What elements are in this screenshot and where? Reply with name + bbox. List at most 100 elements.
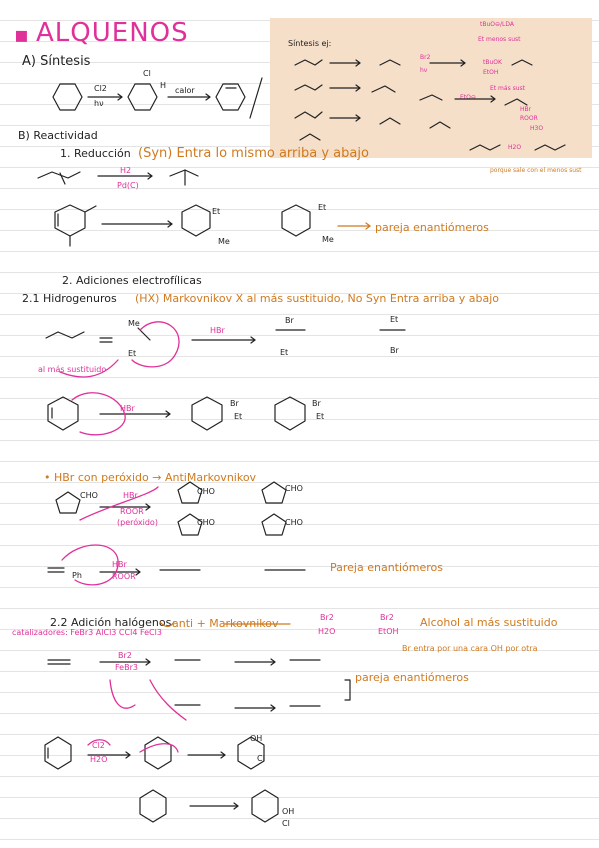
- atom-cho-5: CHO: [285, 518, 303, 527]
- pink-curve-7: [139, 743, 179, 753]
- reagent-hbr-3: HBr: [123, 491, 138, 500]
- atom-et-2: Et: [318, 203, 327, 212]
- reagent-hv: hν: [94, 99, 104, 108]
- pink-arrow-al-mas: [59, 359, 119, 378]
- pentagon-cho-sm: [55, 491, 81, 514]
- alkene-reduction-sm: [37, 171, 81, 179]
- reagent-calor: calor: [175, 86, 195, 95]
- hidrogenuros-note: (HX) Markovnikov X al más sustituido, No…: [135, 292, 499, 305]
- hexagon-hbr-p2: [274, 396, 306, 431]
- atom-oh: OH: [250, 734, 263, 743]
- hexagon-chlorohydrin-1: [237, 736, 265, 770]
- pareja-note-2: Pareja enantiómeros: [330, 561, 443, 574]
- reagent-hbr-4: HBr: [112, 560, 127, 569]
- atom-br-4: Br: [312, 399, 321, 408]
- hexagon-hbr-sm: [47, 396, 79, 431]
- reagent-peroxido: (peróxido): [117, 518, 158, 527]
- reduccion-note: (Syn) Entra lo mismo arriba y abajo: [138, 146, 369, 161]
- section-reactividad: B) Reactividad: [18, 129, 98, 142]
- atom-et-1: Et: [212, 207, 221, 216]
- reagent-h2: H2: [120, 166, 132, 175]
- hexagon-cyclohexane-1: [52, 83, 83, 111]
- pentagon-p1: [177, 481, 203, 504]
- hexagon-reduction-sm: [54, 204, 86, 237]
- box-tbuo: tBuO⊖/LDA: [480, 21, 515, 28]
- atom-cl-2: Cl: [257, 754, 265, 763]
- br-oh-note: Br entra por una cara OH por otra: [402, 644, 538, 653]
- alcohol-note: Alcohol al más sustituido: [420, 616, 558, 629]
- pink-curve-6: [109, 679, 136, 709]
- hexagon-cl-sm: [44, 736, 72, 770]
- atom-cho: CHO: [80, 491, 98, 500]
- subsection-halogenos: 2.2 Adición halógenos: [50, 616, 172, 629]
- pink-curve-1: [131, 321, 180, 368]
- reagent-h2o: H2O: [318, 627, 336, 636]
- synthesis-example-note: [270, 18, 592, 158]
- atom-ph: Ph: [72, 571, 82, 580]
- box-etoh: EtOH: [483, 69, 499, 76]
- atom-me-3: Me: [128, 319, 140, 328]
- atom-cl: Cl: [143, 69, 151, 78]
- hexagon-hbr-p1: [191, 396, 223, 431]
- hexagon-cyclohexane-2: [127, 83, 158, 111]
- reagent-roor-1: ROOR: [120, 507, 144, 516]
- hexagon-product-2: [281, 204, 311, 237]
- atom-h: H: [160, 81, 167, 90]
- box-hv: hν: [420, 67, 428, 74]
- pink-curve-4: [61, 544, 119, 586]
- title-bullet: ▪: [14, 23, 29, 48]
- pentagon-p2: [177, 513, 203, 536]
- hbr-peroxido-heading: • HBr con peróxido → AntiMarkovnikov: [44, 471, 257, 484]
- reagent-br2-b: Br2: [380, 613, 394, 622]
- atom-cl-3: Cl: [282, 819, 290, 828]
- reagent-etoh: EtOH: [378, 627, 399, 636]
- box-header: Síntesis ej:: [288, 39, 332, 48]
- pink-curve-5: [149, 679, 187, 721]
- atom-cho-2: CHO: [197, 487, 215, 496]
- porque-note: porque sale con el menos sust: [490, 167, 582, 174]
- reagent-hbr-2: HBr: [120, 404, 135, 413]
- reagent-br2-c: Br2: [118, 651, 132, 660]
- catalizadores-note: catalizadores: FeBr3 AlCl3 CCl4 FeCl3: [12, 628, 162, 637]
- box-eto: EtO⊖: [460, 94, 476, 101]
- pareja-note-3: pareja enantiómeros: [355, 671, 469, 684]
- reagent-br2-a: Br2: [320, 613, 334, 622]
- box-h3o: H3O: [530, 125, 544, 132]
- atom-br-2: Br: [390, 346, 399, 355]
- hexagon-chloronium: [144, 736, 172, 770]
- atom-oh-2: OH: [282, 807, 295, 816]
- atom-br-3: Br: [230, 399, 239, 408]
- pentagon-p4: [261, 513, 287, 536]
- atom-et-7: Et: [316, 412, 325, 421]
- box-menos-sust: Et menos sust: [478, 36, 521, 43]
- box-br2: Br2: [420, 54, 431, 61]
- reagent-cl2b: Cl2: [92, 741, 105, 750]
- atom-cho-4: CHO: [197, 518, 215, 527]
- reagent-hbr-1: HBr: [210, 326, 225, 335]
- atom-br-1: Br: [285, 316, 294, 325]
- pareja-note-1: pareja enantiómeros: [375, 221, 489, 234]
- subsection-reduccion: 1. Reducción: [60, 147, 131, 160]
- hexagon-product-1: [181, 204, 211, 237]
- atom-me-2: Me: [322, 235, 334, 244]
- atom-et-3: Et: [128, 349, 137, 358]
- sketch-chain-1: [294, 59, 323, 66]
- box-h2o: H2O: [508, 144, 522, 151]
- atom-et-6: Et: [234, 412, 243, 421]
- reagent-febr3: FeBr3: [115, 663, 138, 672]
- reagent-roor-2: ROOR: [112, 572, 136, 581]
- atom-me-1: Me: [218, 237, 230, 246]
- box-roor: ROOR: [520, 115, 538, 122]
- pink-curve-8: [87, 739, 111, 746]
- subsection-adiciones: 2. Adiciones electrofílicas: [62, 274, 202, 287]
- reagent-h2o-cl: H2O: [90, 755, 108, 764]
- pink-curve-3: [79, 486, 159, 521]
- hexagon-chlorohydrin-sm2: [139, 789, 167, 823]
- al-mas-sustituido-note: al más sustituido: [38, 365, 107, 374]
- hexagon-cyclohexene: [215, 83, 246, 111]
- pentagon-p3: [261, 481, 287, 504]
- atom-cho-3: CHO: [285, 484, 303, 493]
- section-sintesis: A) Síntesis: [22, 54, 91, 69]
